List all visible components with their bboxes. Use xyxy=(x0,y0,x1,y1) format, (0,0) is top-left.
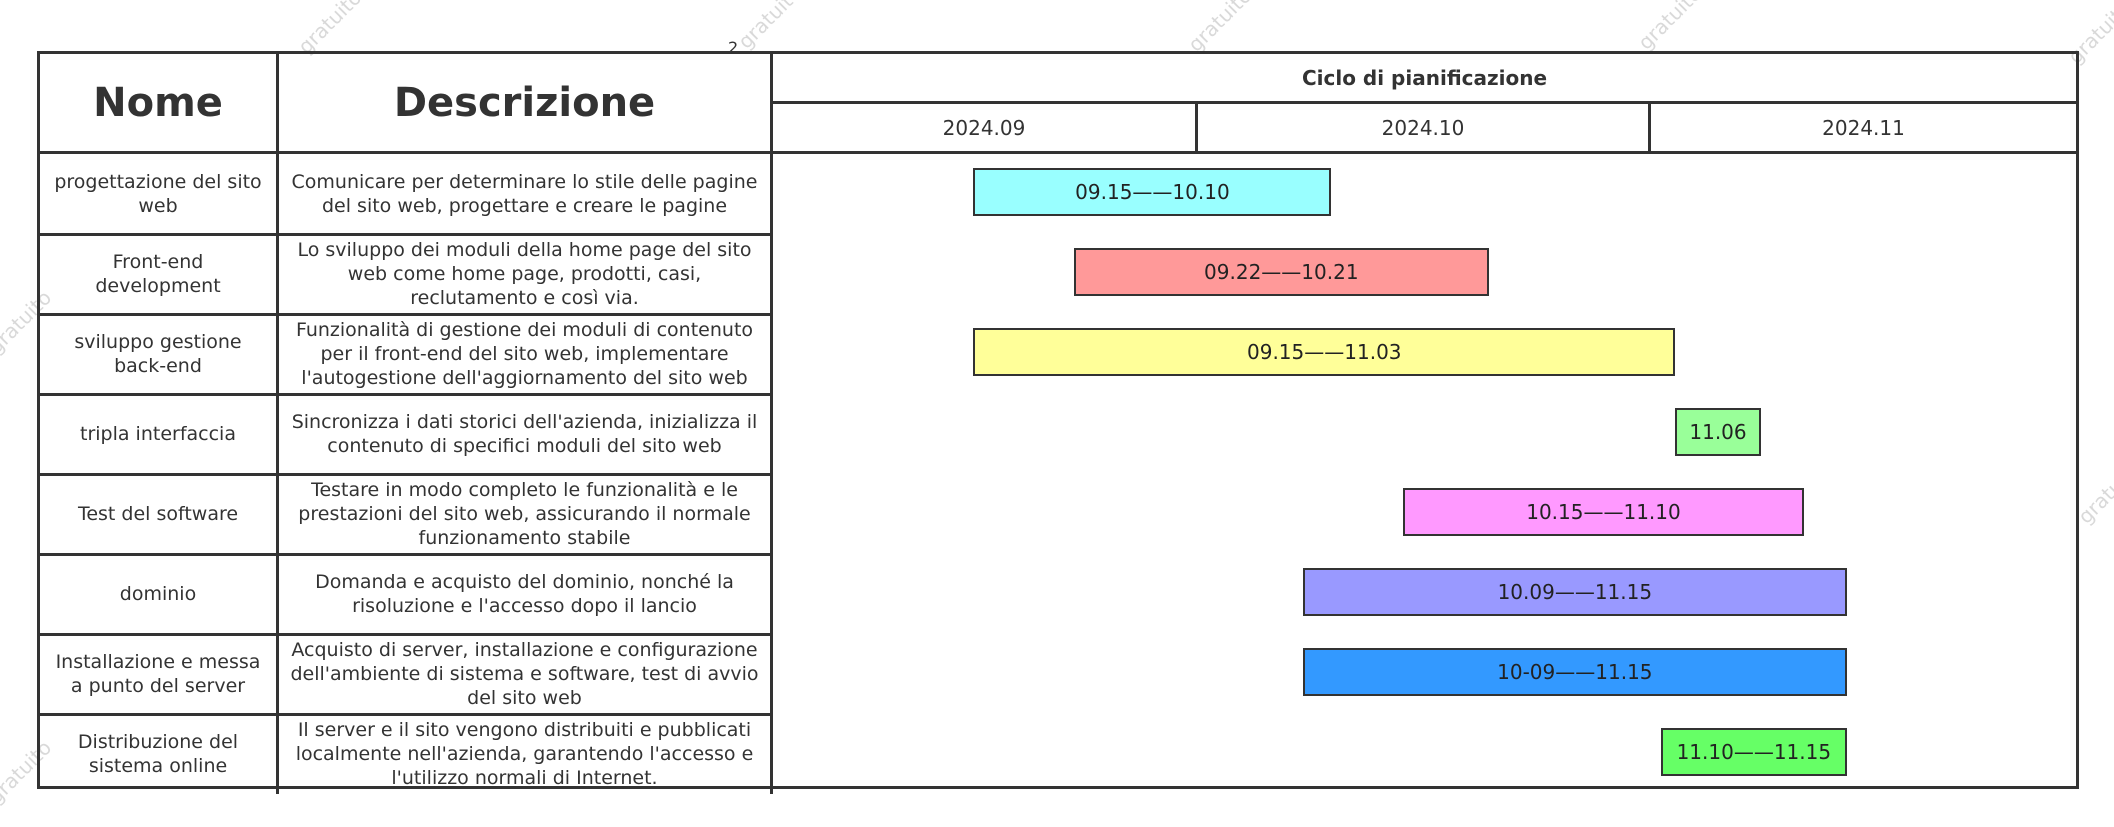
task-name: Front-end development xyxy=(40,234,279,314)
gantt-bar: 09.22——10.21 xyxy=(1073,248,1489,296)
month-header-november: 2024.11 xyxy=(1822,115,1905,140)
task-description: Lo sviluppo dei moduli della home page d… xyxy=(279,234,773,314)
row-divider xyxy=(40,632,773,636)
gantt-bar: 11.10——11.15 xyxy=(1660,728,1847,776)
row-divider xyxy=(40,312,773,316)
gantt-bar: 10.15——11.10 xyxy=(1403,488,1804,536)
task-description: Domanda e acquisto del dominio, nonché l… xyxy=(279,554,773,634)
gantt-bar: 10.09——11.15 xyxy=(1302,568,1847,616)
gantt-table: Nome Descrizione Ciclo di pianificazione… xyxy=(37,51,2079,794)
task-name: progettazione del sito web xyxy=(40,154,279,234)
row-divider xyxy=(40,232,773,236)
task-description: Testare in modo completo le funzionalità… xyxy=(279,474,773,554)
task-name: tripla interfaccia xyxy=(40,394,279,474)
month-header-october: 2024.10 xyxy=(1198,104,1651,151)
watermark-3: gratuito xyxy=(1183,0,1257,57)
task-name: dominio xyxy=(40,554,279,634)
row-divider xyxy=(40,712,773,716)
watermark-1: gratuito xyxy=(293,0,367,59)
gantt-bar: 10-09——11.15 xyxy=(1302,648,1847,696)
task-description: Comunicare per determinare lo stile dell… xyxy=(279,154,773,234)
month-header-september: 2024.09 xyxy=(773,104,1198,151)
row-divider xyxy=(40,392,773,396)
task-description: Il server e il sito vengono distribuiti … xyxy=(279,714,773,794)
watermark-2: gratuito xyxy=(733,0,807,54)
task-description: Acquisto di server, installazione e conf… xyxy=(279,634,773,714)
task-description: Sincronizza i dati storici dell'azienda,… xyxy=(279,394,773,474)
watermark-4: gratuito xyxy=(1633,0,1707,55)
planning-period-title: Ciclo di pianificazione xyxy=(773,54,2076,104)
task-name: Test del software xyxy=(40,474,279,554)
table-row: Installazione e messa a punto del server… xyxy=(40,634,773,714)
gantt-bar: 11.06 xyxy=(1675,408,1761,456)
gantt-bar: 09.15——11.03 xyxy=(973,328,1676,376)
description-column-header: Descrizione xyxy=(279,54,773,151)
stray-mark: 2 xyxy=(728,38,739,57)
task-name: sviluppo gestione back-end xyxy=(40,314,279,394)
row-divider xyxy=(40,472,773,476)
gantt-bar: 09.15——10.10 xyxy=(973,168,1332,216)
task-name: Distribuzione del sistema online xyxy=(40,714,279,794)
name-column-header: Nome xyxy=(40,54,279,151)
planning-period-header: Ciclo di pianificazione 2024.09 2024.10 … xyxy=(773,54,2076,151)
task-description: Funzionalità di gestione dei moduli di c… xyxy=(279,314,773,394)
row-divider xyxy=(40,552,773,556)
header-row: Nome Descrizione Ciclo di pianificazione… xyxy=(40,54,2076,154)
task-name: Installazione e messa a punto del server xyxy=(40,634,279,714)
watermark-7: gratuito xyxy=(2073,455,2114,529)
